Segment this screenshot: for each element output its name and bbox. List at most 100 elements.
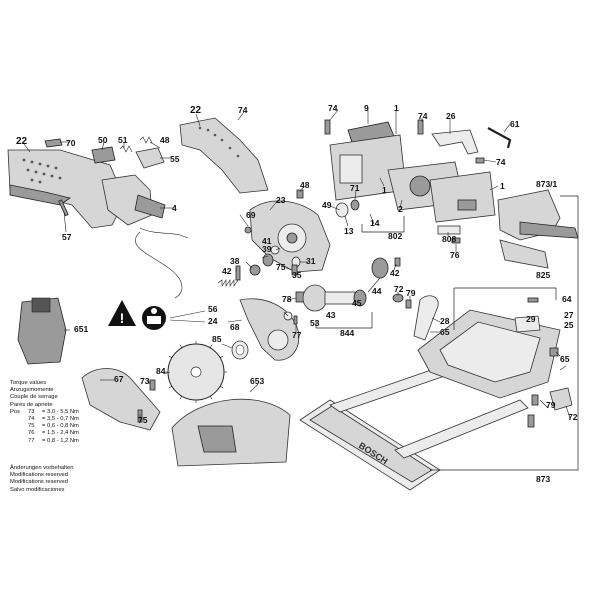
label-653: 653 [250, 376, 264, 386]
label-85: 85 [212, 334, 222, 344]
label-873-1: 873/1 [536, 179, 558, 189]
label-22b: 22 [190, 105, 202, 116]
part-79-knob [405, 299, 412, 309]
label-79a: 79 [406, 288, 416, 298]
label-31: 31 [306, 256, 316, 266]
label-25: 25 [564, 320, 574, 330]
label-27: 27 [564, 310, 574, 320]
part-56-spring [217, 279, 239, 287]
label-67: 67 [114, 374, 124, 384]
torque-title-3: Couple de serrage [10, 394, 58, 401]
part-42-bolt [235, 265, 241, 281]
assembly-brackets [315, 195, 579, 471]
label-65a: 65 [440, 327, 450, 337]
label-70: 70 [66, 138, 76, 148]
part-48-spring [139, 136, 153, 144]
label-802: 802 [388, 231, 402, 241]
part-22-housing-left [7, 149, 126, 229]
label-1a: 1 [382, 185, 387, 195]
label-873: 873 [536, 474, 550, 484]
label-78: 78 [282, 294, 292, 304]
part-74-screw-c [324, 119, 331, 135]
part-48-bearing [296, 189, 304, 199]
part-49-washer [335, 202, 349, 218]
label-51: 51 [118, 135, 128, 145]
torque-row: 77= 0,8 - 1,2 Nm [28, 437, 79, 444]
label-72a: 72 [394, 284, 404, 294]
torque-title-1: Torque values [10, 380, 47, 386]
label-77: 77 [292, 330, 302, 340]
part-79-screw [531, 394, 539, 406]
label-9: 9 [364, 103, 369, 113]
part-68-blade-guard [239, 298, 300, 361]
label-41: 41 [262, 236, 272, 246]
label-38: 38 [230, 256, 240, 266]
label-71: 71 [350, 183, 360, 193]
part-22-housing-right [179, 117, 269, 194]
label-844: 844 [340, 328, 354, 338]
part-64-pin [527, 297, 539, 303]
label-45: 45 [352, 298, 362, 308]
torque-values-note: Torque values Anzugsmomente Couple de se… [10, 380, 82, 445]
label-4: 4 [172, 203, 177, 213]
part-85-washer [231, 340, 249, 360]
modifications-line-3: Modifications reserved [10, 479, 68, 486]
part-84-saw-blade [165, 341, 227, 403]
part-844-gear-assembly [302, 284, 367, 312]
leader-lines [23, 108, 571, 420]
part-77-screw [293, 315, 298, 325]
part-873-guide-rail: BOSCH [299, 359, 529, 491]
label-69: 69 [246, 210, 256, 220]
torque-title-4: Pares de apriete [10, 401, 53, 408]
part-1-motor-shell [429, 171, 496, 223]
part-71-nut [350, 199, 360, 211]
label-42a: 42 [222, 266, 232, 276]
warning-triangle-icon: ! [108, 300, 136, 326]
label-48a: 48 [160, 135, 170, 145]
modifications-note: Änderungen vorbehalten Modifications res… [10, 465, 74, 494]
label-57: 57 [62, 232, 72, 242]
part-base-plate [417, 309, 561, 399]
label-53: 53 [310, 318, 320, 328]
part-69-screw [244, 226, 252, 234]
part-4-switch [101, 174, 189, 299]
modifications-line-1: Änderungen vorbehalten [10, 465, 74, 471]
label-2: 2 [398, 204, 403, 214]
label-35: 35 [292, 270, 302, 280]
label-74a: 74 [238, 105, 248, 115]
read-manual-icon [142, 306, 166, 330]
label-79b: 79 [546, 400, 556, 410]
label-22a: 22 [16, 136, 28, 147]
part-74-screw-a [237, 111, 245, 121]
label-76: 76 [450, 250, 460, 260]
label-1b: 1 [394, 103, 399, 113]
part-70-screw [44, 138, 63, 148]
part-74-screw-b [417, 119, 424, 135]
leader-arrow-56 [169, 310, 206, 319]
label-808: 808 [442, 234, 456, 244]
part-808-label [437, 225, 461, 235]
part-61-hex-key [487, 127, 512, 149]
label-825: 825 [536, 270, 550, 280]
torque-row: 76= 1,5 - 2,4 Nm [28, 430, 79, 437]
svg-text:!: ! [120, 310, 125, 326]
part-57-pin [58, 199, 69, 217]
label-43: 43 [326, 310, 336, 320]
label-39: 39 [262, 244, 272, 254]
label-13: 13 [344, 226, 354, 236]
part-38-gear [249, 264, 261, 276]
label-64: 64 [562, 294, 572, 304]
label-651: 651 [74, 324, 88, 334]
label-1c: 1 [500, 181, 505, 191]
label-75a: 75 [276, 262, 286, 272]
label-29: 29 [526, 314, 536, 324]
label-28: 28 [440, 316, 450, 326]
part-42-screw [394, 257, 401, 267]
label-73: 73 [140, 376, 150, 386]
label-49: 49 [322, 200, 332, 210]
label-50: 50 [98, 135, 108, 145]
modifications-line-4: Salvo modificaciones [10, 486, 65, 493]
label-24: 24 [208, 316, 218, 326]
